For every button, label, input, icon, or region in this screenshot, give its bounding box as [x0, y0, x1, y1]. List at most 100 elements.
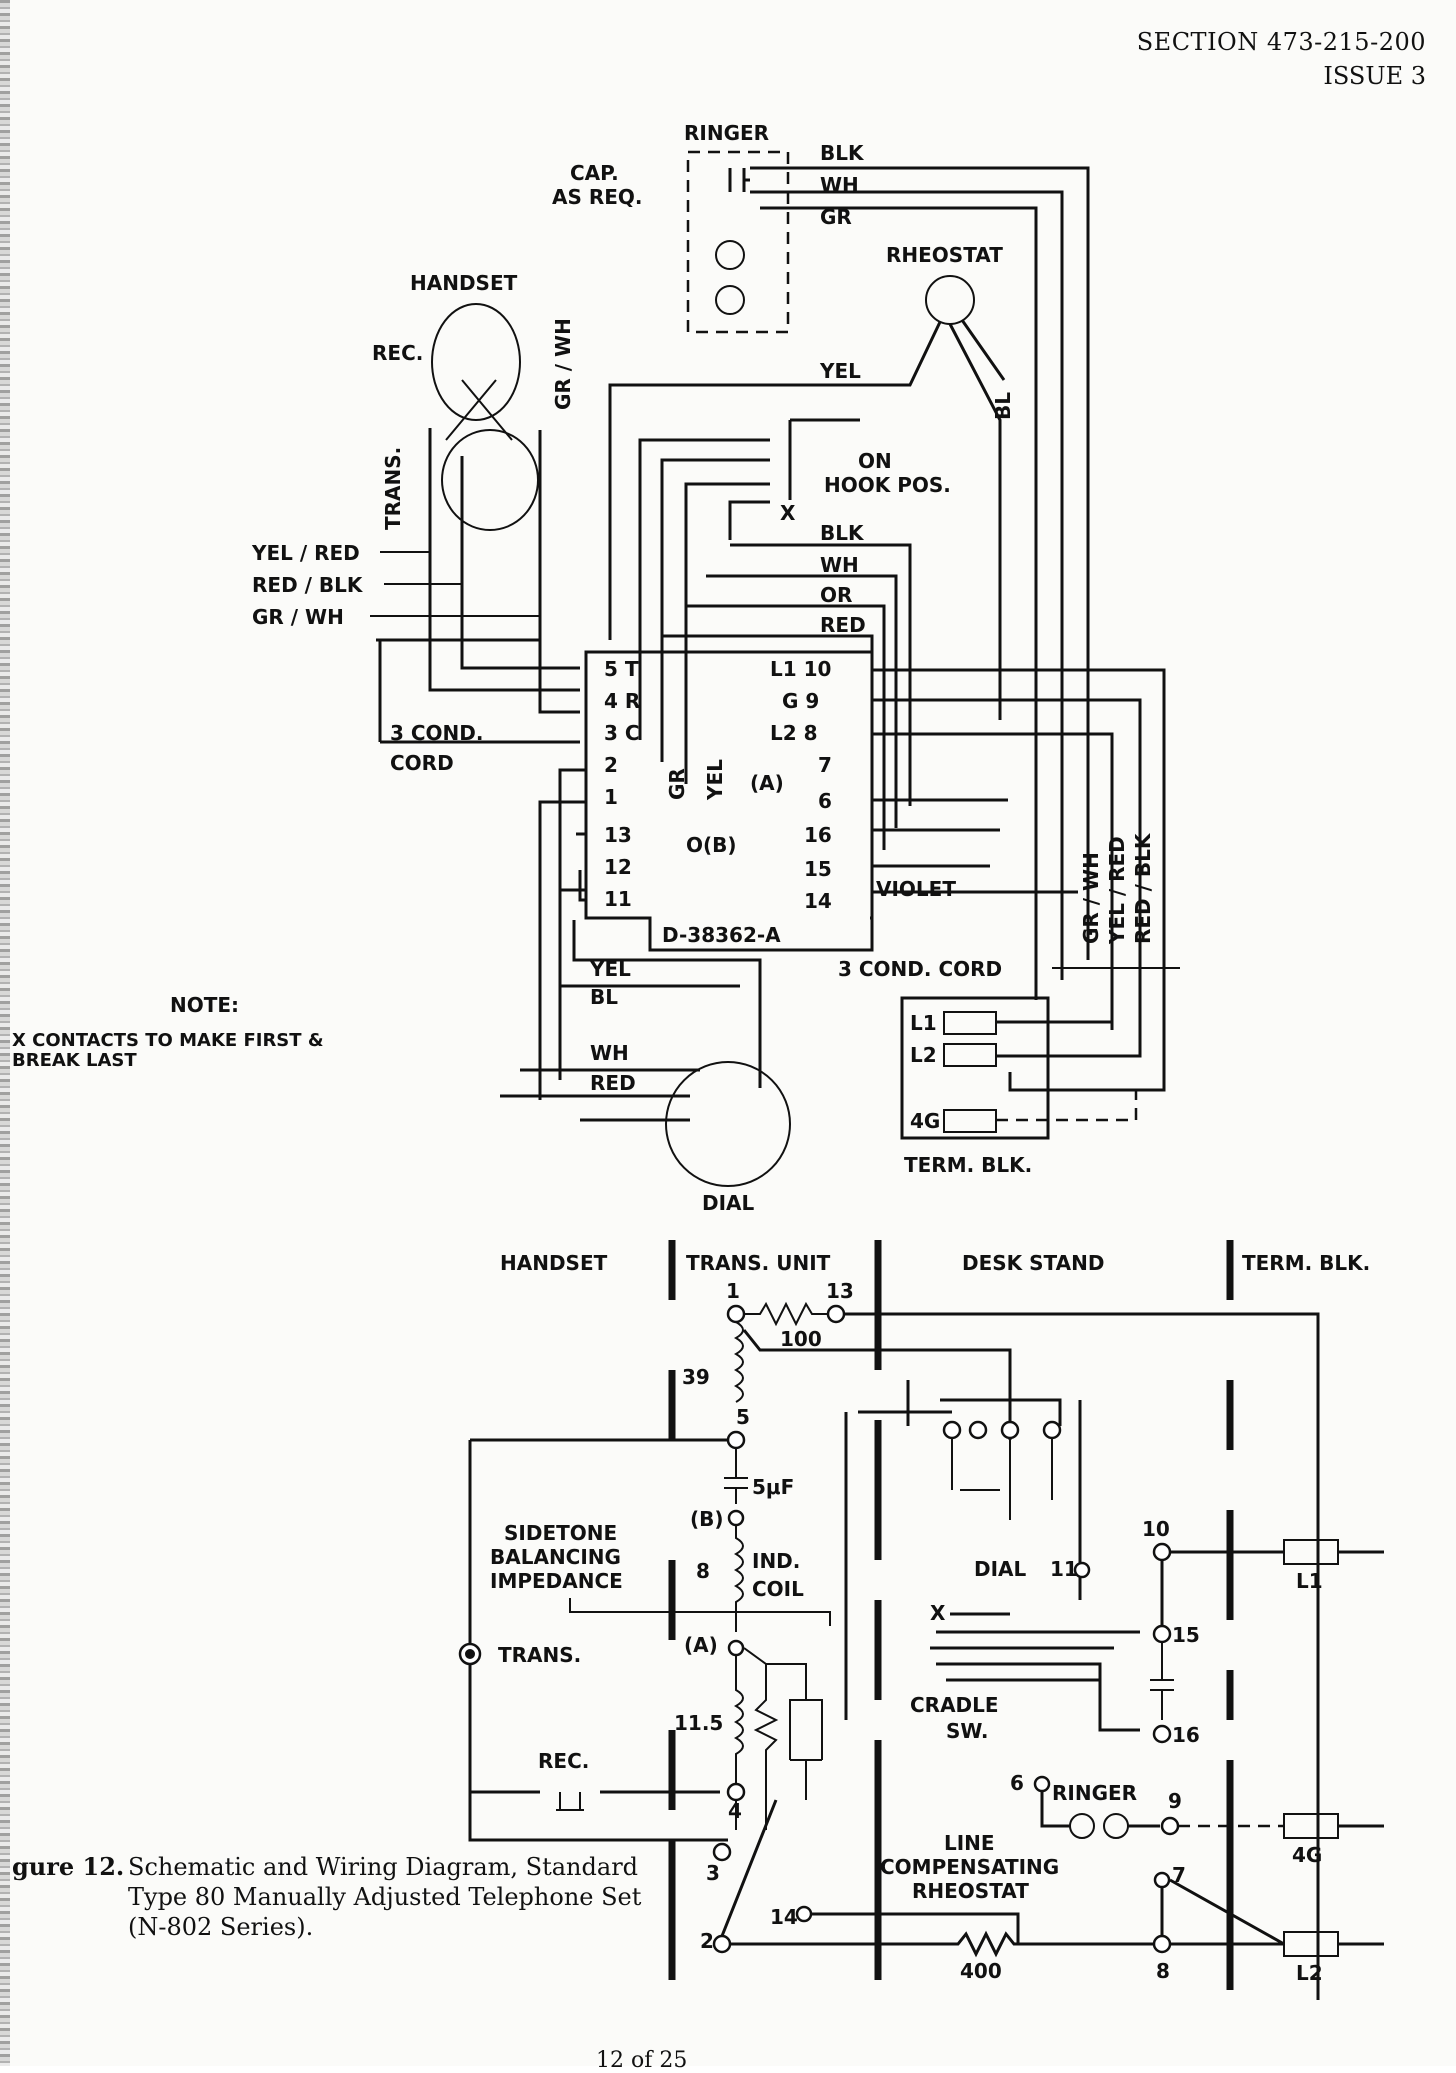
l1-label-s: L1: [1296, 1569, 1323, 1593]
block-right-wires: [870, 668, 1166, 1030]
n4-label: 4: [728, 1799, 742, 1823]
note-line-1: X CONTACTS TO MAKE FIRST &: [12, 1030, 324, 1051]
dial-body: [665, 1061, 791, 1187]
ringer-wires: [750, 166, 1090, 1000]
term-l1-label: L1: [910, 1011, 937, 1035]
handset-receiver: [431, 303, 521, 421]
handset-top-line: [468, 1438, 728, 1842]
n14-line: [812, 1912, 1020, 1944]
capacitor-5uf: [724, 1448, 748, 1504]
block-left-term: 5 T: [604, 657, 639, 681]
cap-label: 5μF: [752, 1475, 794, 1499]
note-line-2: BREAK LAST: [12, 1050, 137, 1071]
block-right-term: 16: [804, 823, 832, 847]
a-label: (A): [684, 1633, 718, 1657]
line-label-3: RHEOSTAT: [912, 1879, 1029, 1903]
n15-capacitor: [1150, 1642, 1174, 1720]
cord-label: CORD: [390, 751, 454, 775]
n5-terminal: [726, 1430, 746, 1450]
handset-cross-wires: [445, 379, 513, 441]
ind-label-1: IND.: [752, 1549, 800, 1573]
handset-label: HANDSET: [410, 271, 518, 295]
col-term-blk-label: TERM. BLK.: [1242, 1251, 1370, 1275]
dial-label: DIAL: [702, 1191, 755, 1215]
issue-title: ISSUE 3: [1323, 62, 1426, 90]
page-number: 12 of 25: [596, 2048, 688, 2073]
n5-label: 5: [736, 1405, 750, 1429]
trans-dot: [465, 1649, 475, 1659]
gr-wh-vert-label: GR / WH: [1079, 852, 1103, 944]
term-l1-screws: [943, 1011, 997, 1035]
block-left-terminals: 5 T 4 R 3 C 2 1 13 12 11: [604, 657, 640, 911]
handset-transmitter: [441, 429, 539, 531]
block-right-term: L2 8: [770, 721, 818, 745]
col-desk-stand-label: DESK STAND: [962, 1251, 1104, 1275]
dial-contact-3: [1000, 1420, 1020, 1440]
n16-terminal: [1152, 1724, 1172, 1744]
term-4g-label: 4G: [910, 1109, 940, 1133]
n115-label: 11.5: [674, 1711, 723, 1735]
n15-label: 15: [1172, 1623, 1200, 1647]
n8b-terminal: [1152, 1934, 1172, 1954]
cord-leader-lines: [370, 551, 540, 617]
hookswitch-contacts: [638, 418, 860, 784]
rheostat-symbol: [925, 275, 975, 325]
n2-terminal: [712, 1934, 732, 1954]
n13-label: 13: [826, 1279, 854, 1303]
blk-hook-label: BLK: [820, 521, 865, 545]
block-right-term: L1 10: [770, 657, 831, 681]
n8-label: 8: [696, 1559, 710, 1583]
l2-block: [1283, 1931, 1339, 1957]
term-l2-label: L2: [910, 1043, 937, 1067]
dial-contact-4: [1042, 1420, 1062, 1440]
n10-label: 10: [1142, 1517, 1170, 1541]
handset-cord-wires: [428, 428, 580, 714]
n2-label: 2: [700, 1929, 714, 1953]
dial-bl-label: BL: [590, 985, 618, 1009]
term-blk-label: TERM. BLK.: [904, 1153, 1032, 1177]
r400-label: 400: [960, 1959, 1002, 1983]
n7-terminal: [1153, 1871, 1171, 1889]
block-left-term: 1: [604, 785, 618, 809]
col-handset-label: HANDSET: [500, 1251, 608, 1275]
yel-rheostat-label: YEL: [819, 359, 861, 383]
a-mark: (A): [750, 771, 784, 795]
n2-line: [720, 1799, 1160, 1958]
block-right-term: 6: [818, 789, 832, 813]
n1-label: 1: [726, 1279, 740, 1303]
n11-terminal: [1073, 1561, 1091, 1579]
n3-terminal: [712, 1842, 732, 1862]
cond-cord-right-label: 3 COND. CORD: [838, 957, 1002, 981]
coil-115: [733, 1656, 744, 1830]
dial-wires: [500, 920, 762, 1122]
block-right-term: 15: [804, 857, 832, 881]
schematic-diagram: HANDSET TRANS. UNIT DESK STAND TERM. BLK…: [458, 1240, 1384, 2000]
n9-label: 9: [1168, 1789, 1182, 1813]
r100-label: 100: [780, 1327, 822, 1351]
n8b-label: 8: [1156, 1959, 1170, 1983]
rec-symbol: [556, 1792, 584, 1811]
wh-hook-label: WH: [820, 553, 859, 577]
rheostat-label: RHEOSTAT: [886, 243, 1003, 267]
rec-label-s: REC.: [538, 1749, 589, 1773]
sidetone-brace: [569, 1598, 831, 1626]
l1-block: [1283, 1539, 1339, 1565]
blk-top-label: BLK: [820, 141, 865, 165]
4g-label-s: 4G: [1292, 1843, 1322, 1867]
line-label-1: LINE: [944, 1831, 995, 1855]
block-left-term: 3 C: [604, 721, 640, 745]
or-hook-label: OR: [820, 583, 852, 607]
a-terminal: [727, 1639, 745, 1657]
term-4g-screws: [943, 1109, 997, 1133]
block-left-term: 12: [604, 855, 632, 879]
term-4g-dashed-link: [996, 1090, 1138, 1122]
wiring-diagram: RINGER CAP. AS REQ. BLK WH GR RHEOSTAT Y…: [12, 121, 1180, 1215]
sidetone-label-3: IMPEDANCE: [490, 1569, 623, 1593]
cond-cord-label-1: 3 COND.: [390, 721, 484, 745]
ringer-coil-top: [715, 240, 745, 270]
trans-label: TRANS.: [498, 1643, 581, 1667]
rheostat-leads: [608, 319, 1006, 720]
b-label: (B): [690, 1507, 724, 1531]
